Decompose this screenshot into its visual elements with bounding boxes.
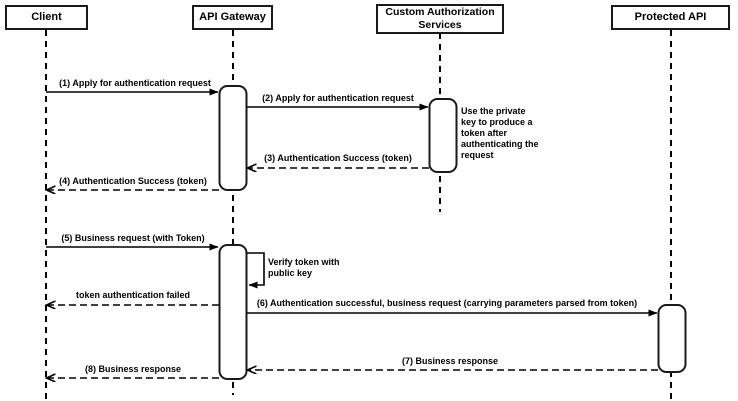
message-label-token-auth-failed: token authentication failed: [75, 290, 191, 300]
participant-api-gateway: API Gateway: [192, 5, 273, 30]
message-label-5: (5) Business request (with Token): [61, 233, 205, 243]
participant-protected-api: Protected API: [611, 5, 730, 30]
message-label-2: (2) Apply for authentication request: [262, 93, 414, 103]
message-label-7: (7) Business response: [401, 356, 499, 366]
activation-bar-gateway-auth: [218, 85, 248, 191]
activation-bar-custom-authorization: [428, 98, 458, 173]
note-private-key-token: Use the private key to produce a token a…: [461, 106, 539, 160]
arrow-self-verify-token: [247, 252, 265, 289]
message-label-8: (8) Business response: [84, 364, 182, 374]
message-label-6: (6) Authentication successful, business …: [256, 298, 638, 308]
participant-custom-authorization-services: Custom Authorization Services: [376, 4, 504, 34]
activation-bar-gateway-business: [218, 244, 248, 380]
participant-client: Client: [5, 5, 88, 30]
message-label-4: (4) Authentication Success (token): [59, 176, 207, 186]
message-label-3: (3) Authentication Success (token): [264, 153, 412, 163]
message-label-1: (1) Apply for authentication request: [59, 78, 211, 88]
self-message-label-verify-token: Verify token with public key: [268, 257, 340, 278]
activation-bar-protected-api: [657, 304, 687, 373]
